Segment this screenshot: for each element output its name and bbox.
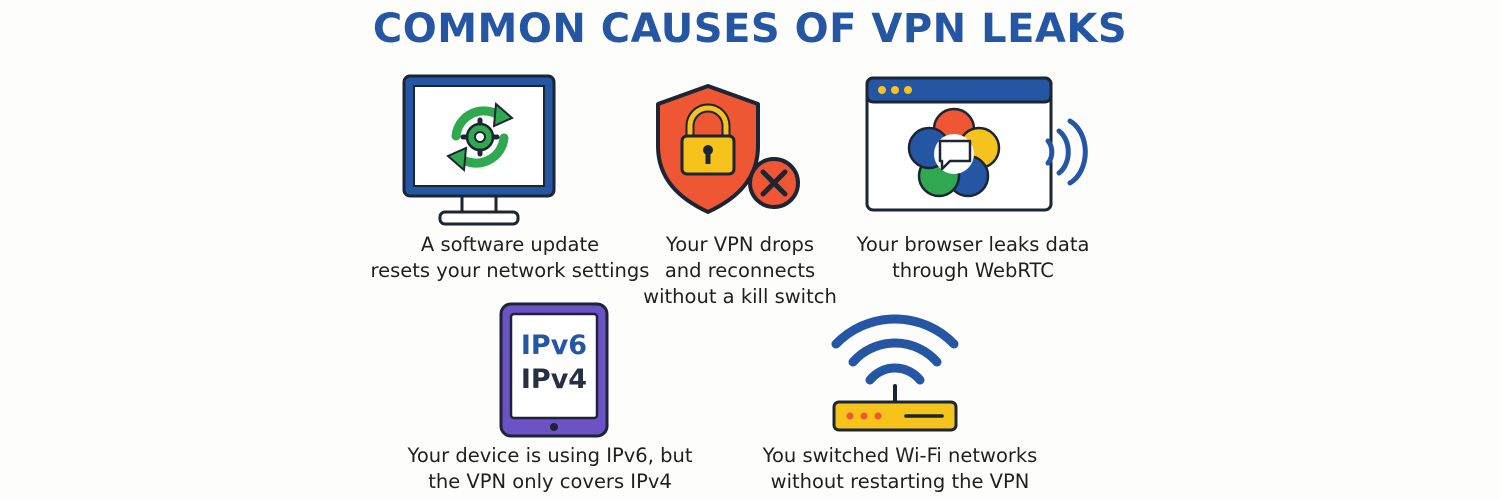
ipv6-label: IPv6 (520, 330, 588, 361)
monitor-update-icon (400, 72, 560, 237)
shield-lock-icon (648, 80, 808, 225)
browser-webrtc-icon (864, 75, 1094, 220)
tablet-ip-icon: IPv6 IPv4 (497, 300, 617, 445)
caption-software-update: A software update resets your network se… (370, 233, 650, 282)
wifi-router-icon (822, 300, 972, 445)
caption-ipv6: Your device is using IPv6, but the VPN o… (407, 444, 693, 493)
caption-browser-webrtc: Your browser leaks data through WebRTC (856, 233, 1090, 282)
caption-vpn-drops: Your VPN drops and reconnects without a … (643, 233, 837, 308)
caption-wifi-switch: You switched Wi-Fi networks without rest… (762, 444, 1038, 493)
page-title: COMMON CAUSES OF VPN LEAKS (372, 6, 1128, 52)
ipv4-label: IPv4 (520, 364, 588, 395)
